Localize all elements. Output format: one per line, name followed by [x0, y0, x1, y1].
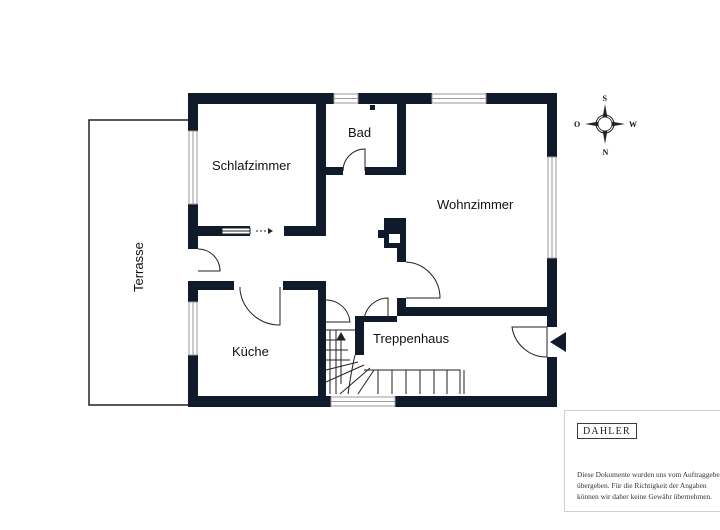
- windows: [188, 93, 557, 407]
- compass-letter-east: O: [574, 120, 580, 129]
- room-label-schlafzimmer: Schlafzimmer: [212, 158, 291, 173]
- entrance-arrow: [550, 332, 566, 352]
- room-label-kueche: Küche: [232, 344, 269, 359]
- interior-walls: [198, 104, 557, 406]
- brand-logo: DAHLER: [577, 423, 637, 439]
- disclaimer-box: DAHLER Diese Dokumente wurden uns vom Au…: [564, 410, 720, 512]
- room-label-wohnzimmer: Wohnzimmer: [437, 197, 514, 212]
- disclaimer-line-1: Diese Dokumente wurden uns vom Auftragge…: [577, 470, 720, 479]
- bath-vent-mark: [370, 105, 375, 110]
- disclaimer-line-2: übergeben. Für die Richtigkeit der Angab…: [577, 481, 707, 490]
- disclaimer-line-3: können wir daher keine Gewähr übernehmen…: [577, 492, 713, 501]
- staircase: [325, 329, 465, 395]
- compass-rose: S N O W: [574, 94, 637, 157]
- outer-walls: [188, 93, 557, 407]
- compass-letter-west: W: [629, 120, 637, 129]
- room-label-bad: Bad: [348, 125, 371, 140]
- terrace: [88, 119, 188, 406]
- compass-letter-north: N: [603, 148, 609, 157]
- doors: [197, 148, 548, 358]
- compass-letter-south: S: [603, 94, 608, 103]
- room-label-treppenhaus: Treppenhaus: [373, 331, 450, 346]
- disclaimer-text: Diese Dokumente wurden uns vom Auftragge…: [577, 469, 720, 502]
- room-label-terrasse: Terrasse: [131, 242, 146, 292]
- bedroom-closet-mark: [221, 227, 273, 235]
